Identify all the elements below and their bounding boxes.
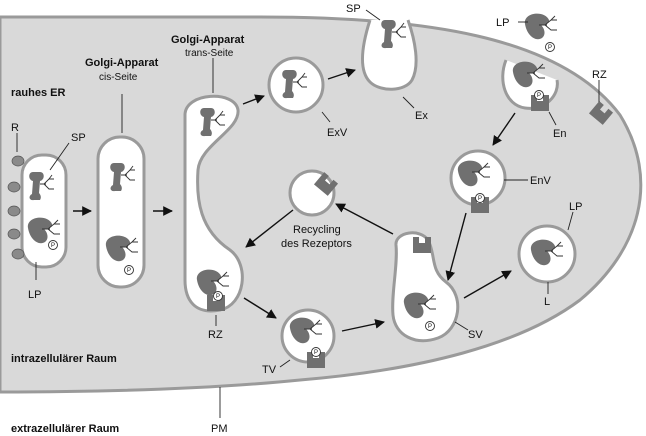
arrow-en-to-env — [492, 112, 516, 146]
label-extracellular: extrazellulärer Raum — [11, 423, 119, 435]
label-lp-top: LP — [496, 17, 509, 29]
arrow-sv-to-recycling — [335, 203, 394, 235]
label-r: R — [11, 122, 19, 134]
phosphate-trans — [213, 291, 223, 301]
label-rough-er: rauhes ER — [11, 87, 65, 99]
arrow-trans-to-tv — [243, 297, 277, 319]
rough-er — [20, 153, 68, 269]
label-l: L — [544, 296, 550, 308]
phosphate-tv — [311, 347, 321, 357]
lp-protein-extracellular — [524, 13, 558, 40]
label-golgi-cis-title: Golgi-Apparat — [85, 57, 159, 69]
arrow-env-to-sv — [445, 212, 467, 281]
label-recycling-1: Recycling — [293, 224, 341, 236]
label-golgi-trans-title: Golgi-Apparat — [171, 34, 245, 46]
arrow-sv-to-lysosome — [463, 270, 512, 299]
label-rz-bottom: RZ — [208, 329, 223, 341]
label-exv: ExV — [327, 127, 348, 139]
arrow-recycling-to-trans — [245, 209, 294, 248]
label-pm: PM — [211, 423, 228, 435]
label-golgi-cis-sub: cis-Seite — [99, 72, 138, 83]
phosphate-cis — [124, 265, 134, 275]
label-lp-right: LP — [569, 201, 582, 213]
label-golgi-trans-sub: trans-Seite — [185, 48, 234, 59]
arrow-exv-to-exocytosis — [327, 68, 356, 80]
phosphate-er — [48, 240, 58, 250]
label-ex: Ex — [415, 110, 428, 122]
ribosomes — [7, 155, 25, 260]
label-en: En — [553, 128, 566, 140]
arrow-trans-to-exv — [242, 94, 265, 105]
arrow-tv-to-sv — [341, 319, 385, 332]
golgi-cis — [96, 135, 146, 289]
phosphate-sv — [425, 321, 435, 331]
phosphate-endocytosis — [534, 90, 544, 100]
pathway-arrows — [73, 68, 516, 332]
exocytosis-vesicle — [267, 56, 325, 114]
label-env: EnV — [530, 175, 551, 187]
label-lp-er: LP — [28, 289, 41, 301]
label-intracellular: intrazellulärer Raum — [11, 353, 117, 365]
phosphate-env — [475, 193, 485, 203]
label-sv: SV — [468, 329, 483, 341]
phosphate-extracellular — [545, 42, 555, 52]
label-rz-right: RZ — [592, 69, 607, 81]
label-tv: TV — [262, 364, 277, 376]
label-sp-top: SP — [346, 3, 361, 15]
label-sp-er: SP — [71, 132, 86, 144]
leader-lines — [16, 9, 600, 418]
label-recycling-2: des Rezeptors — [281, 238, 352, 250]
